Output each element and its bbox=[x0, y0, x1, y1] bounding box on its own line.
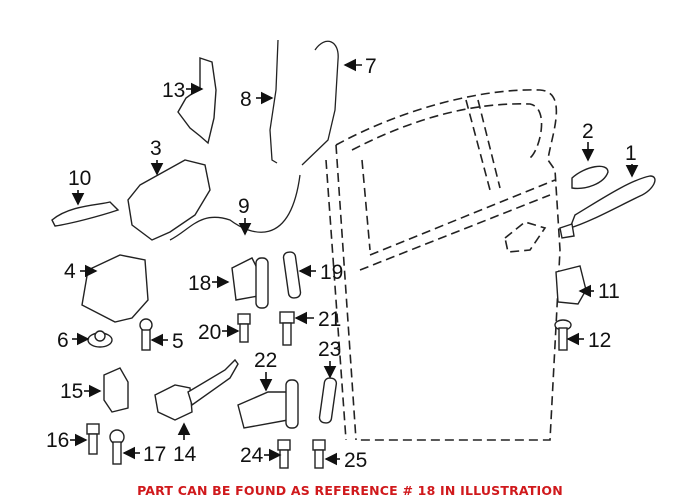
svg-text:16: 16 bbox=[46, 429, 69, 452]
svg-text:17: 17 bbox=[143, 443, 166, 466]
callout-21: 21 bbox=[294, 308, 341, 331]
svg-text:6: 6 bbox=[57, 329, 69, 352]
part-25-bolt[interactable] bbox=[312, 439, 326, 469]
part-11-striker[interactable] bbox=[555, 265, 587, 305]
part-20-bolt[interactable] bbox=[237, 313, 251, 343]
svg-text:24: 24 bbox=[240, 444, 264, 467]
part-22-hinge[interactable] bbox=[237, 379, 299, 429]
callout-3: 3 bbox=[150, 137, 164, 176]
part-5-bolt[interactable] bbox=[139, 318, 153, 351]
part-15-bumper[interactable] bbox=[103, 367, 129, 413]
reference-caption: PART CAN BE FOUND AS REFERENCE # 18 IN I… bbox=[137, 483, 563, 498]
callout-23: 23 bbox=[318, 338, 341, 379]
svg-text:15: 15 bbox=[60, 380, 83, 403]
svg-text:18: 18 bbox=[188, 272, 211, 295]
svg-text:1: 1 bbox=[625, 142, 637, 165]
callout-11: 11 bbox=[578, 280, 620, 303]
rear-door-outline bbox=[325, 89, 561, 441]
part-23-plate[interactable] bbox=[318, 377, 338, 424]
callout-6: 6 bbox=[57, 329, 90, 352]
svg-text:2: 2 bbox=[582, 120, 594, 143]
svg-text:10: 10 bbox=[68, 167, 91, 190]
callout-17: 17 bbox=[122, 443, 166, 466]
callout-20: 20 bbox=[198, 321, 240, 344]
svg-text:23: 23 bbox=[318, 338, 341, 361]
callout-24: 24 bbox=[240, 444, 282, 467]
callout-12: 12 bbox=[566, 329, 611, 352]
callout-25: 25 bbox=[324, 449, 367, 472]
part-19-plate[interactable] bbox=[282, 251, 302, 299]
part-24-bolt[interactable] bbox=[277, 439, 291, 469]
svg-text:5: 5 bbox=[172, 330, 184, 353]
part-12-bolt[interactable] bbox=[554, 319, 572, 351]
svg-text:7: 7 bbox=[365, 55, 377, 78]
part-16-bolt[interactable] bbox=[86, 423, 100, 455]
part-4-lock-cover[interactable] bbox=[81, 254, 149, 323]
svg-text:20: 20 bbox=[198, 321, 221, 344]
callout-19: 19 bbox=[298, 261, 343, 284]
callout-1: 1 bbox=[625, 142, 639, 178]
part-3-door-lock[interactable] bbox=[127, 159, 211, 241]
part-18-hinge[interactable] bbox=[231, 257, 269, 309]
svg-text:4: 4 bbox=[64, 260, 76, 283]
callout-2: 2 bbox=[581, 120, 595, 162]
callout-8: 8 bbox=[240, 88, 274, 111]
part-14-door-check[interactable] bbox=[154, 358, 239, 421]
svg-text:13: 13 bbox=[162, 79, 185, 102]
svg-text:21: 21 bbox=[318, 308, 341, 331]
svg-text:22: 22 bbox=[254, 349, 277, 372]
svg-text:14: 14 bbox=[173, 443, 197, 466]
svg-text:11: 11 bbox=[598, 280, 620, 303]
svg-text:25: 25 bbox=[344, 449, 367, 472]
callout-5: 5 bbox=[150, 330, 184, 353]
svg-text:9: 9 bbox=[238, 195, 250, 218]
part-21-bolt[interactable] bbox=[279, 311, 295, 346]
svg-text:12: 12 bbox=[588, 329, 611, 352]
svg-text:3: 3 bbox=[150, 137, 162, 160]
callout-14: 14 bbox=[173, 422, 197, 466]
part-13-bracket[interactable] bbox=[177, 57, 217, 145]
part-10-inner-handle[interactable] bbox=[51, 201, 120, 227]
part-8-rod[interactable] bbox=[269, 39, 279, 164]
callout-15: 15 bbox=[60, 380, 102, 403]
callout-4: 4 bbox=[64, 260, 98, 283]
callout-16: 16 bbox=[46, 429, 88, 452]
part-17-bolt[interactable] bbox=[109, 429, 125, 465]
callout-10: 10 bbox=[68, 167, 91, 206]
callout-9: 9 bbox=[238, 195, 252, 236]
part-1-outer-handle[interactable] bbox=[559, 175, 656, 239]
svg-text:19: 19 bbox=[320, 261, 343, 284]
svg-text:8: 8 bbox=[240, 88, 252, 111]
part-6-nut[interactable] bbox=[87, 330, 113, 348]
part-9-cable[interactable] bbox=[169, 174, 301, 241]
part-7-cable[interactable] bbox=[301, 40, 339, 166]
part-2-handle-cover[interactable] bbox=[571, 165, 609, 190]
callout-7: 7 bbox=[343, 55, 377, 78]
callout-22: 22 bbox=[254, 349, 277, 392]
callout-13: 13 bbox=[162, 79, 204, 102]
callout-18: 18 bbox=[188, 272, 230, 295]
